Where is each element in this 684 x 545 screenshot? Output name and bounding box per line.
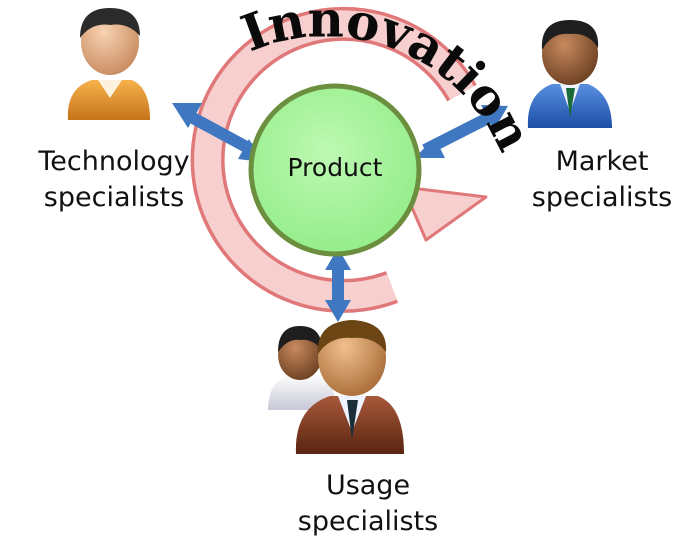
arrow-to-market	[414, 105, 508, 158]
usage-people-icon	[268, 320, 404, 454]
cycle-arrow	[190, 6, 488, 313]
foreground-person	[295, 320, 404, 454]
market-label-line1: Market	[555, 146, 649, 177]
technology-label-line1: Technology	[38, 146, 190, 177]
technology-specialists-label: Technology specialists	[14, 144, 214, 216]
market-specialists-label: Market specialists	[520, 144, 684, 216]
usage-specialists-label: Usage specialists	[268, 468, 468, 540]
product-circle	[248, 83, 422, 257]
product-label: Product	[287, 153, 383, 182]
technology-person-icon	[67, 8, 150, 120]
usage-label-line2: specialists	[297, 506, 439, 537]
usage-label-line1: Usage	[325, 470, 411, 501]
connector-arrows	[172, 103, 508, 322]
market-label-line2: specialists	[531, 182, 673, 213]
market-person-icon	[527, 20, 612, 128]
arrow-to-usage	[325, 248, 351, 322]
technology-label-line2: specialists	[43, 182, 185, 213]
